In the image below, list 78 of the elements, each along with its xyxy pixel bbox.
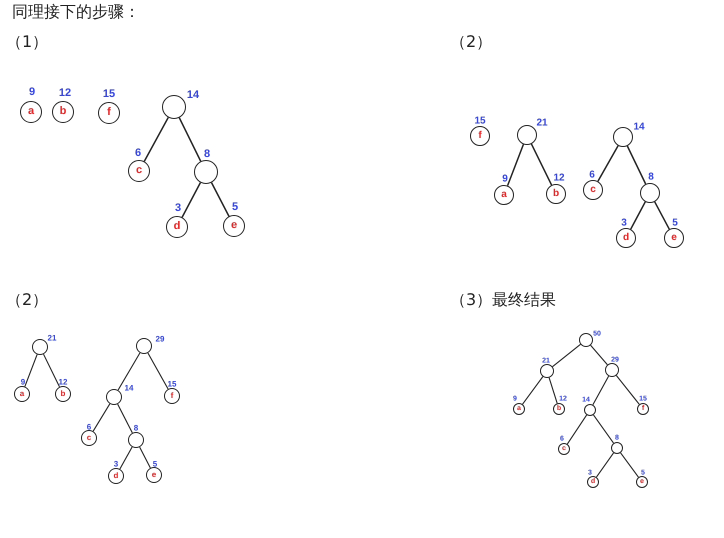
letter-circle-node: a — [14, 386, 30, 402]
tree-edge — [506, 144, 524, 186]
letter-circle-node: d — [616, 228, 636, 248]
letter-circle-node: a — [494, 185, 514, 205]
weight-label: 14 — [186, 89, 200, 101]
weight-label: 15 — [474, 116, 486, 126]
weight-label: 12 — [553, 172, 565, 184]
letter-circle-node: b — [55, 386, 71, 402]
letter-circle-node: a — [20, 101, 42, 123]
weight-label: 5 — [152, 460, 158, 468]
weight-label: 15 — [102, 88, 116, 100]
weight-label: 6 — [589, 170, 595, 180]
tree-edge — [626, 146, 646, 184]
weight-label: 29 — [156, 334, 164, 344]
letter-circle-node: d — [108, 468, 124, 484]
letter-circle-node: c — [81, 430, 97, 446]
weight-label: 3 — [621, 218, 627, 228]
letter-circle-node: c — [583, 180, 603, 200]
tree-edge — [119, 446, 133, 470]
weight-label: 9 — [20, 378, 26, 386]
letter-circle-node: b — [52, 101, 74, 123]
letter-circle-node: b — [546, 184, 566, 204]
tree-edge — [590, 344, 608, 366]
letter-circle-node: d — [166, 216, 188, 238]
weight-label: 12 — [58, 87, 72, 99]
tree-edge — [43, 354, 60, 388]
tree-edge — [592, 376, 610, 405]
weight-label: 9 — [502, 174, 508, 184]
tree-edge — [92, 404, 110, 432]
tree-edge — [552, 344, 581, 368]
step-heading: （2） — [450, 32, 492, 53]
tree-edge — [530, 144, 552, 186]
tree-edge — [566, 414, 588, 444]
weight-label: 14 — [633, 122, 645, 132]
weight-label: 9 — [28, 86, 36, 98]
weight-label: 6 — [86, 422, 92, 432]
tree-edge — [597, 145, 619, 182]
tree-edge — [654, 201, 670, 230]
weight-label: 21 — [48, 334, 56, 342]
tree-edge — [118, 352, 140, 390]
tree-edge — [117, 404, 133, 434]
weight-label: 12 — [58, 378, 68, 386]
tree-edge — [144, 117, 169, 162]
weight-label: 14 — [124, 384, 134, 392]
letter-circle-node: e — [223, 215, 245, 237]
weight-label: 5 — [672, 218, 678, 228]
tree-edge — [522, 376, 544, 404]
tree-edge — [548, 378, 558, 404]
tree-edge — [139, 446, 151, 468]
tree-edge — [616, 375, 640, 405]
tree-edge — [147, 352, 169, 390]
weight-label: 8 — [134, 424, 138, 432]
weight-label: 8 — [204, 148, 210, 160]
weight-label: 6 — [134, 147, 142, 159]
step-heading: （1） — [6, 32, 48, 53]
letter-circle-node: c — [128, 160, 150, 182]
tree-edge — [593, 414, 614, 444]
weight-label: 21 — [536, 118, 548, 128]
tree-edge — [24, 354, 38, 387]
letter-circle-node: f — [470, 126, 490, 146]
letter-circle-node: f — [98, 102, 120, 124]
tree-edge — [630, 201, 646, 230]
tree-edge — [178, 117, 202, 162]
weight-label: 3 — [114, 460, 118, 468]
tree-edge — [596, 452, 614, 478]
weight-label: 15 — [168, 380, 176, 388]
title: 同理接下的步骤： — [12, 2, 140, 23]
letter-circle-node: e — [146, 467, 162, 483]
weight-label: 3 — [174, 202, 182, 214]
tree-edge — [181, 182, 202, 218]
tree-edge — [210, 182, 230, 217]
step-heading: （3）最终结果 — [450, 290, 556, 311]
step-heading: （2） — [6, 290, 48, 311]
tree-edge — [620, 452, 639, 478]
letter-circle-node: e — [664, 228, 684, 248]
letter-circle-node: f — [164, 388, 180, 404]
weight-label: 5 — [232, 201, 238, 213]
weight-label: 8 — [648, 172, 654, 182]
